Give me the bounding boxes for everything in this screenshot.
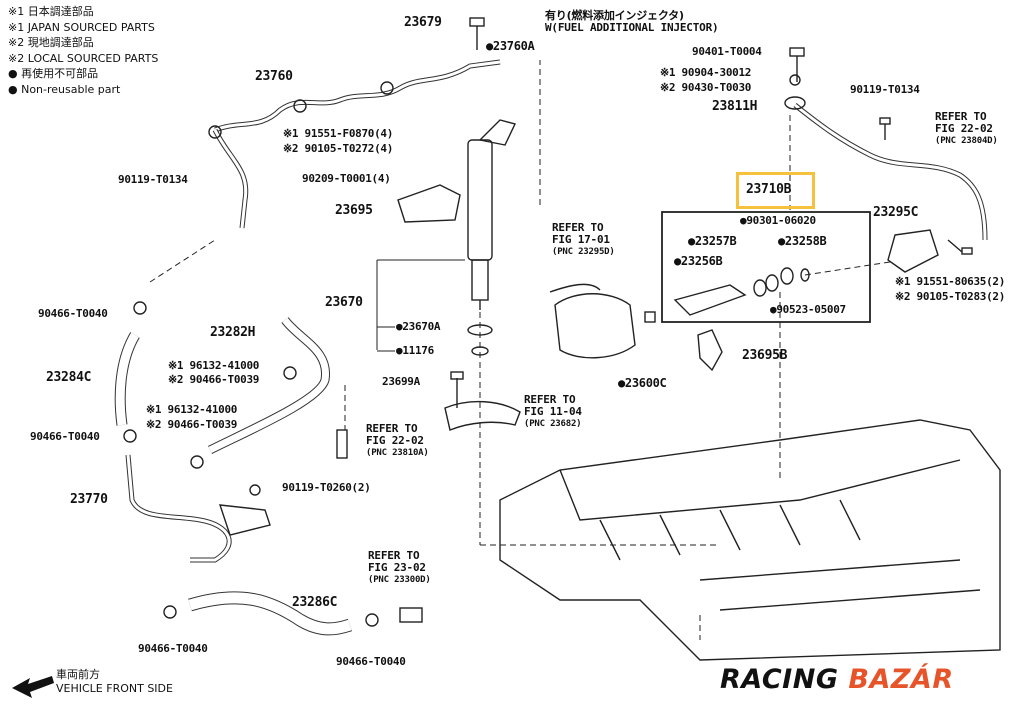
part-label[interactable]: ●23600C <box>618 376 667 390</box>
ref-line: REFER TO <box>366 422 418 435</box>
part-label[interactable]: ●23257B <box>688 234 737 248</box>
part-label[interactable]: ※2 90466-T0039 <box>146 418 238 431</box>
legend-line: ※2 現地調達部品 <box>8 36 94 49</box>
part-label-23710B[interactable]: 23710B <box>746 182 792 197</box>
ref-line: REFER TO <box>368 549 420 562</box>
part-label[interactable]: ※2 90466-T0039 <box>168 373 260 386</box>
engine-block <box>499 419 1001 661</box>
injector-note: 有り(燃料添加インジェクタ) W(FUEL ADDITIONAL INJECTO… <box>545 9 719 34</box>
part-label[interactable]: 90119-T0134 <box>118 173 188 186</box>
part-label[interactable]: ※2 90105-T0283(2) <box>895 290 1006 303</box>
ref-line: FIG 11-04 <box>524 405 582 418</box>
part-label[interactable]: 90401-T0004 <box>692 45 762 58</box>
part-label[interactable]: 23695B <box>742 348 788 363</box>
part-label[interactable]: 23295C <box>873 205 919 220</box>
part-label[interactable]: ※1 91551-F0870(4) <box>283 127 394 140</box>
ref-line: FIG 23-02 <box>368 561 426 574</box>
part-label[interactable]: ●11176 <box>396 344 434 357</box>
vehicle-front-label: 車両前方 VEHICLE FRONT SIDE <box>56 668 173 696</box>
refer-to-fig-11-04[interactable]: REFER TO FIG 11-04 (PNC 23682) <box>524 394 582 430</box>
legend-line: ● Non-reusable part <box>8 82 121 96</box>
part-label[interactable]: 90466-T0040 <box>138 642 208 655</box>
injector-23670 <box>467 139 493 261</box>
part-label[interactable]: 23286C <box>292 595 338 610</box>
ref-pnc: (PNC 23300D) <box>368 575 431 585</box>
pipe-23770 <box>125 454 232 563</box>
fuel-pump <box>554 293 636 359</box>
part-label[interactable]: 23679 <box>404 15 442 30</box>
ref-line: REFER TO <box>524 393 576 406</box>
brand-part1: RACING <box>720 664 849 695</box>
part-label[interactable]: ※1 91551-80635(2) <box>895 275 1006 288</box>
part-label[interactable]: ※2 90105-T0272(4) <box>283 142 394 155</box>
refer-to-fig-23-02[interactable]: REFER TO FIG 23-02 (PNC 23300D) <box>368 550 431 586</box>
ref-pnc: (PNC 23295D) <box>552 247 615 257</box>
legend-line: ※1 JAPAN SOURCED PARTS <box>8 20 155 34</box>
ref-line: FIG 22-02 <box>366 434 424 447</box>
ref-line: FIG 17-01 <box>552 233 610 246</box>
part-label[interactable]: 23282H <box>210 325 256 340</box>
part-label[interactable]: 90466-T0040 <box>30 430 100 443</box>
part-label[interactable]: ※1 96132-41000 <box>168 359 260 372</box>
highlight-box-23710B <box>736 172 815 209</box>
part-label[interactable]: ●90523-05007 <box>770 303 846 316</box>
ref-line: REFER TO <box>935 110 987 123</box>
ref-pnc: (PNC 23682) <box>524 419 582 429</box>
part-label[interactable]: 23760 <box>255 69 293 84</box>
part-label[interactable]: 90119-T0260(2) <box>282 481 371 494</box>
part-label[interactable]: 23670 <box>325 295 363 310</box>
part-label[interactable]: ●90301-06020 <box>740 214 816 227</box>
legend-line: ※2 LOCAL SOURCED PARTS <box>8 51 159 65</box>
part-label[interactable]: ●23760A <box>486 39 535 53</box>
part-label[interactable]: ※1 90904-30012 <box>660 66 752 79</box>
ref-pnc: (PNC 23810A) <box>366 448 429 458</box>
refer-to-fig-22-02-b[interactable]: REFER TO FIG 22-02 (PNC 23804D) <box>935 111 998 147</box>
part-label[interactable]: 23770 <box>70 492 108 507</box>
brand-logo: RACING BAZÁR <box>720 664 954 695</box>
refer-to-fig-17-01[interactable]: REFER TO FIG 17-01 (PNC 23295D) <box>552 222 615 258</box>
part-label[interactable]: 90466-T0040 <box>336 655 406 668</box>
part-label[interactable]: ※1 96132-41000 <box>146 403 238 416</box>
legend-line: ※1 日本調達部品 <box>8 5 94 18</box>
part-label[interactable]: 90119-T0134 <box>850 83 920 96</box>
part-label[interactable]: 23695 <box>335 203 373 218</box>
legend: ※1 日本調達部品 ※1 JAPAN SOURCED PARTS ※2 現地調達… <box>8 4 158 97</box>
part-label[interactable]: ●23258B <box>778 234 827 248</box>
brand-part2: BAZÁR <box>848 664 954 695</box>
part-label[interactable]: ●23670A <box>396 320 441 333</box>
ref-pnc: (PNC 23804D) <box>935 136 998 146</box>
part-label[interactable]: 23811H <box>712 99 758 114</box>
part-label[interactable]: 90209-T0001(4) <box>302 172 391 185</box>
vehicle-front-en: VEHICLE FRONT SIDE <box>56 682 173 695</box>
injector-note-jp: 有り(燃料添加インジェクタ) <box>545 9 684 22</box>
part-label[interactable]: 90466-T0040 <box>38 307 108 320</box>
injector-note-en: W(FUEL ADDITIONAL INJECTOR) <box>545 21 719 34</box>
vehicle-front-arrow <box>12 676 54 698</box>
ref-line: FIG 22-02 <box>935 122 993 135</box>
part-label[interactable]: 23699A <box>382 375 420 388</box>
legend-line: ● 再使用不可部品 <box>8 67 99 80</box>
part-label[interactable]: 23284C <box>46 370 92 385</box>
vehicle-front-jp: 車両前方 <box>56 668 100 681</box>
part-label[interactable]: ※2 90430-T0030 <box>660 81 752 94</box>
ref-line: REFER TO <box>552 221 604 234</box>
refer-to-fig-22-02-a[interactable]: REFER TO FIG 22-02 (PNC 23810A) <box>366 423 429 459</box>
part-label[interactable]: ●23256B <box>674 254 723 268</box>
